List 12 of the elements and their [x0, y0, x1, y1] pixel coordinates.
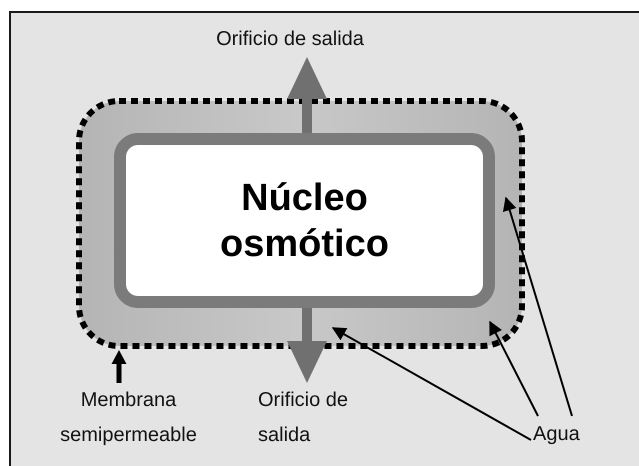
label-text: Agua: [533, 417, 603, 452]
core-box: Núcleo osmótico: [114, 133, 495, 308]
leader-line: [502, 196, 573, 416]
membrane-shape: [75, 97, 526, 350]
leader-line: [489, 320, 539, 416]
label-text: Membrana semipermeable: [26, 383, 231, 453]
arrow: [287, 57, 327, 133]
leader-line: [332, 327, 532, 441]
label-text: Orificio de salida: [200, 22, 380, 57]
label-text: Orificio de salida: [258, 383, 386, 453]
arrow: [112, 350, 126, 383]
arrow: [287, 308, 327, 383]
